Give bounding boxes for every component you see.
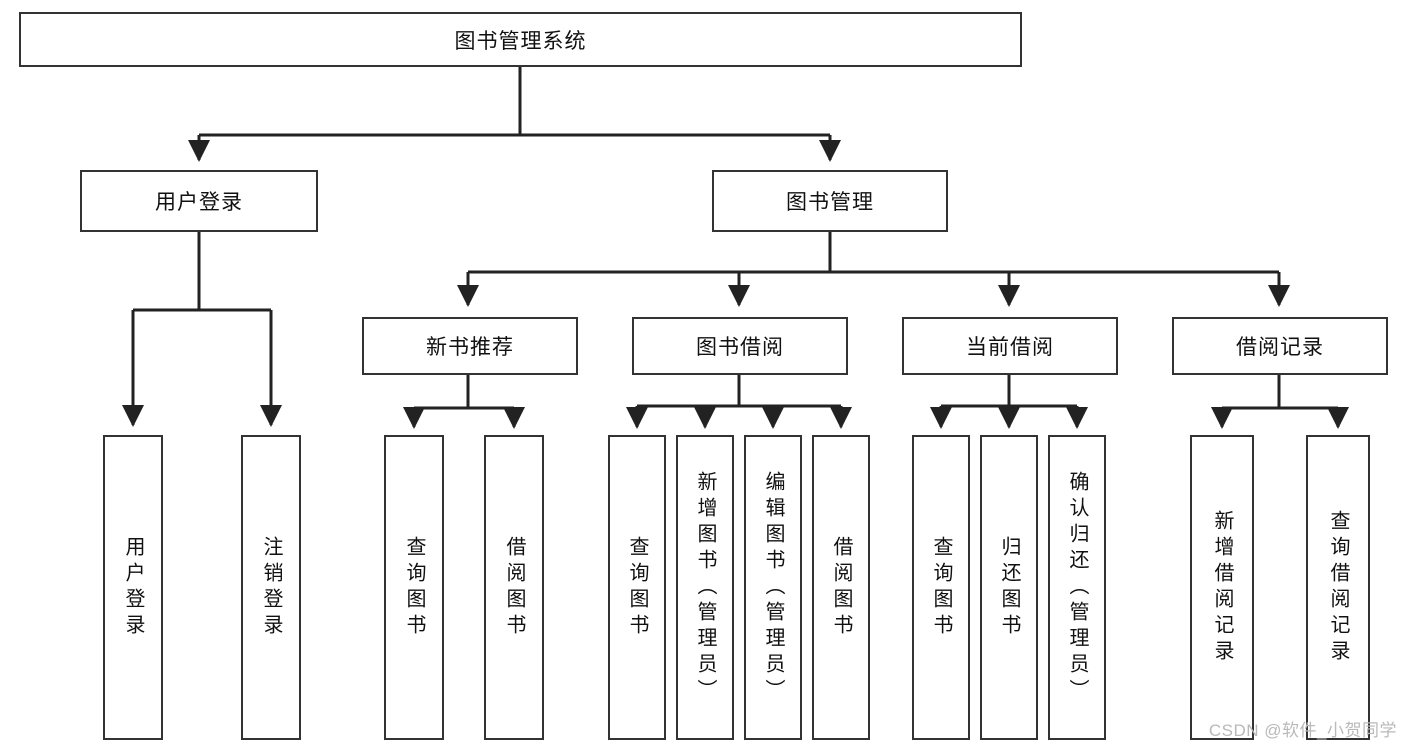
node-new-book-rec[interactable]: 新书推荐 xyxy=(362,317,578,375)
node-user-login-label: 用户登录 xyxy=(155,191,243,214)
node-leaf-query-book-1[interactable]: 查询图书 xyxy=(384,435,444,740)
node-leaf-query-book-1-label: 查询图书 xyxy=(403,535,425,640)
node-new-book-rec-label: 新书推荐 xyxy=(426,336,514,359)
node-book-borrow-label: 图书借阅 xyxy=(696,336,784,359)
node-leaf-user-login-label: 用户登录 xyxy=(122,535,144,640)
node-leaf-query-record-label: 查询借阅记录 xyxy=(1327,509,1349,666)
node-book-manage[interactable]: 图书管理 xyxy=(712,170,948,232)
node-leaf-add-record-label: 新增借阅记录 xyxy=(1211,509,1233,666)
node-root[interactable]: 图书管理系统 xyxy=(19,12,1022,67)
node-leaf-query-book-3-label: 查询图书 xyxy=(930,535,952,640)
node-leaf-borrow-book-2[interactable]: 借阅图书 xyxy=(812,435,870,740)
node-leaf-user-login[interactable]: 用户登录 xyxy=(103,435,163,740)
node-root-label: 图书管理系统 xyxy=(454,29,587,53)
node-book-manage-label: 图书管理 xyxy=(786,191,874,214)
node-borrow-record-label: 借阅记录 xyxy=(1236,336,1324,359)
node-leaf-logout-label: 注销登录 xyxy=(260,535,282,640)
node-leaf-add-book[interactable]: 新增图书（管理员） xyxy=(676,435,734,740)
node-leaf-confirm-return[interactable]: 确认归还（管理员） xyxy=(1048,435,1106,740)
node-leaf-confirm-return-label: 确认归还（管理员） xyxy=(1066,470,1088,705)
node-leaf-borrow-book-1-label: 借阅图书 xyxy=(503,535,525,640)
node-leaf-query-book-3[interactable]: 查询图书 xyxy=(912,435,970,740)
node-leaf-borrow-book-1[interactable]: 借阅图书 xyxy=(484,435,544,740)
node-leaf-add-book-label: 新增图书（管理员） xyxy=(694,470,716,705)
node-leaf-query-book-2-label: 查询图书 xyxy=(626,535,648,640)
node-current-borrow-label: 当前借阅 xyxy=(966,336,1054,359)
node-leaf-logout[interactable]: 注销登录 xyxy=(241,435,301,740)
node-leaf-return-book[interactable]: 归还图书 xyxy=(980,435,1038,740)
node-borrow-record[interactable]: 借阅记录 xyxy=(1172,317,1388,375)
csdn-watermark: CSDN @软件_小贺同学 xyxy=(1208,721,1397,740)
node-user-login[interactable]: 用户登录 xyxy=(80,170,318,232)
node-leaf-return-book-label: 归还图书 xyxy=(998,535,1020,640)
node-book-borrow[interactable]: 图书借阅 xyxy=(632,317,848,375)
node-leaf-query-record[interactable]: 查询借阅记录 xyxy=(1306,435,1370,740)
node-leaf-borrow-book-2-label: 借阅图书 xyxy=(830,535,852,640)
node-leaf-add-record[interactable]: 新增借阅记录 xyxy=(1190,435,1254,740)
node-leaf-edit-book-label: 编辑图书（管理员） xyxy=(762,470,784,705)
node-current-borrow[interactable]: 当前借阅 xyxy=(902,317,1118,375)
node-leaf-edit-book[interactable]: 编辑图书（管理员） xyxy=(744,435,802,740)
node-leaf-query-book-2[interactable]: 查询图书 xyxy=(608,435,666,740)
